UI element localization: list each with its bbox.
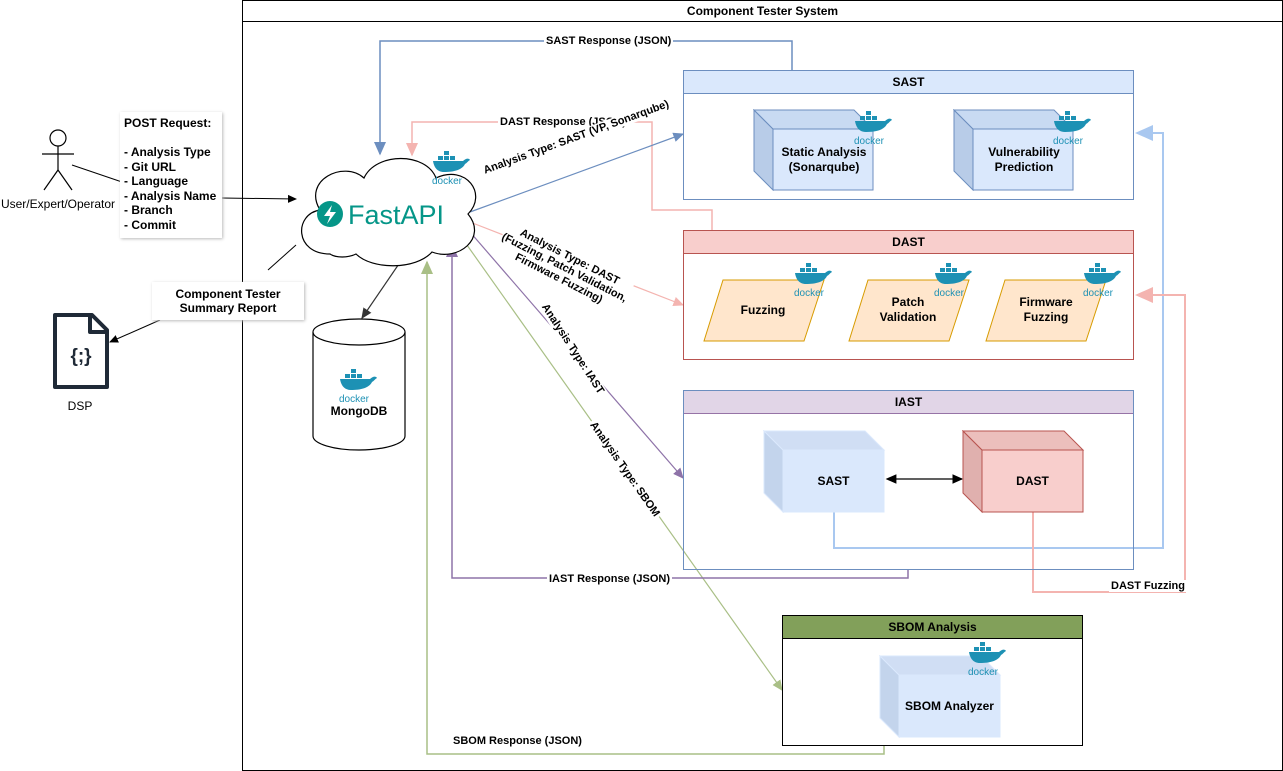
iast-dast-cube <box>962 430 1085 513</box>
iast-sast-label: SAST <box>817 474 850 488</box>
docker-icon: docker <box>966 641 1008 678</box>
post-request-field: - Analysis Type <box>124 145 211 159</box>
sbom-response-label: SBOM Response (JSON) <box>451 735 584 747</box>
summary-report-note: Component Tester Summary Report <box>152 282 304 320</box>
sbom-analyzer-cube <box>879 655 1002 738</box>
fastapi-label: FastAPI <box>348 200 444 230</box>
docker-icon: docker <box>430 150 472 187</box>
actor-icon <box>42 129 74 191</box>
docker-icon: docker <box>1081 262 1123 299</box>
fuzzing-shape <box>703 279 825 342</box>
docker-icon: docker <box>792 262 834 299</box>
post-request-title: POST Request: <box>124 116 212 130</box>
iast-sast-cube <box>763 430 886 513</box>
dast-group-title: DAST <box>684 231 1133 254</box>
docker-icon: docker <box>337 368 379 405</box>
docker-icon: docker <box>852 110 894 147</box>
iast-group: IAST <box>683 390 1134 570</box>
vulnerability-prediction-cube <box>953 109 1075 191</box>
post-request-note: POST Request: - Analysis Type - Git URL … <box>120 112 222 238</box>
fuzzing-label: Fuzzing <box>740 302 786 317</box>
vulnerability-prediction-label: Vulnerability Prediction <box>988 145 1060 174</box>
static-analysis-cube <box>753 109 875 191</box>
post-request-field: - Commit <box>124 217 176 232</box>
post-request-field: - Analysis Name <box>124 188 217 203</box>
mongodb-label: MongoDB <box>330 404 388 418</box>
actor-label: User/Expert/Operator <box>0 197 116 211</box>
iast-response-label: IAST Response (JSON) <box>547 573 673 585</box>
iast-dast-label: DAST <box>1016 474 1049 488</box>
post-request-field: - Branch <box>124 203 173 217</box>
system-title-bar: Component Tester System <box>242 0 1283 22</box>
post-request-field: - Git URL <box>124 159 176 174</box>
docker-icon: docker <box>932 262 974 299</box>
json-file-icon: {;} <box>53 313 109 389</box>
firmware-fuzzing-shape <box>985 279 1107 342</box>
firmware-fuzzing-label: Firmware Fuzzing <box>1019 295 1073 324</box>
sast-response-label: SAST Response (JSON) <box>544 35 674 47</box>
sast-group-title: SAST <box>684 71 1133 94</box>
iast-group-title: IAST <box>684 391 1133 414</box>
docker-icon: docker <box>1051 110 1093 147</box>
summary-report-label: Component Tester Summary Report <box>175 287 281 315</box>
patch-validation-shape <box>848 279 970 342</box>
static-analysis-label: Static Analysis (Sonarqube) <box>781 145 867 174</box>
post-request-field: - Language <box>124 174 189 188</box>
system-title: Component Tester System <box>686 4 839 18</box>
fastapi-cloud: FastAPI <box>301 158 477 267</box>
dast-fuzzing-label: DAST Fuzzing <box>1109 580 1187 592</box>
patch-validation-label: Patch Validation <box>879 295 937 324</box>
sbom-analyzer-label: SBOM Analyzer <box>905 698 994 713</box>
sbom-group-title: SBOM Analysis <box>783 616 1082 639</box>
json-glyph: {;} <box>70 346 92 367</box>
dsp-label: DSP <box>67 399 93 413</box>
mongodb-cylinder <box>312 318 406 451</box>
